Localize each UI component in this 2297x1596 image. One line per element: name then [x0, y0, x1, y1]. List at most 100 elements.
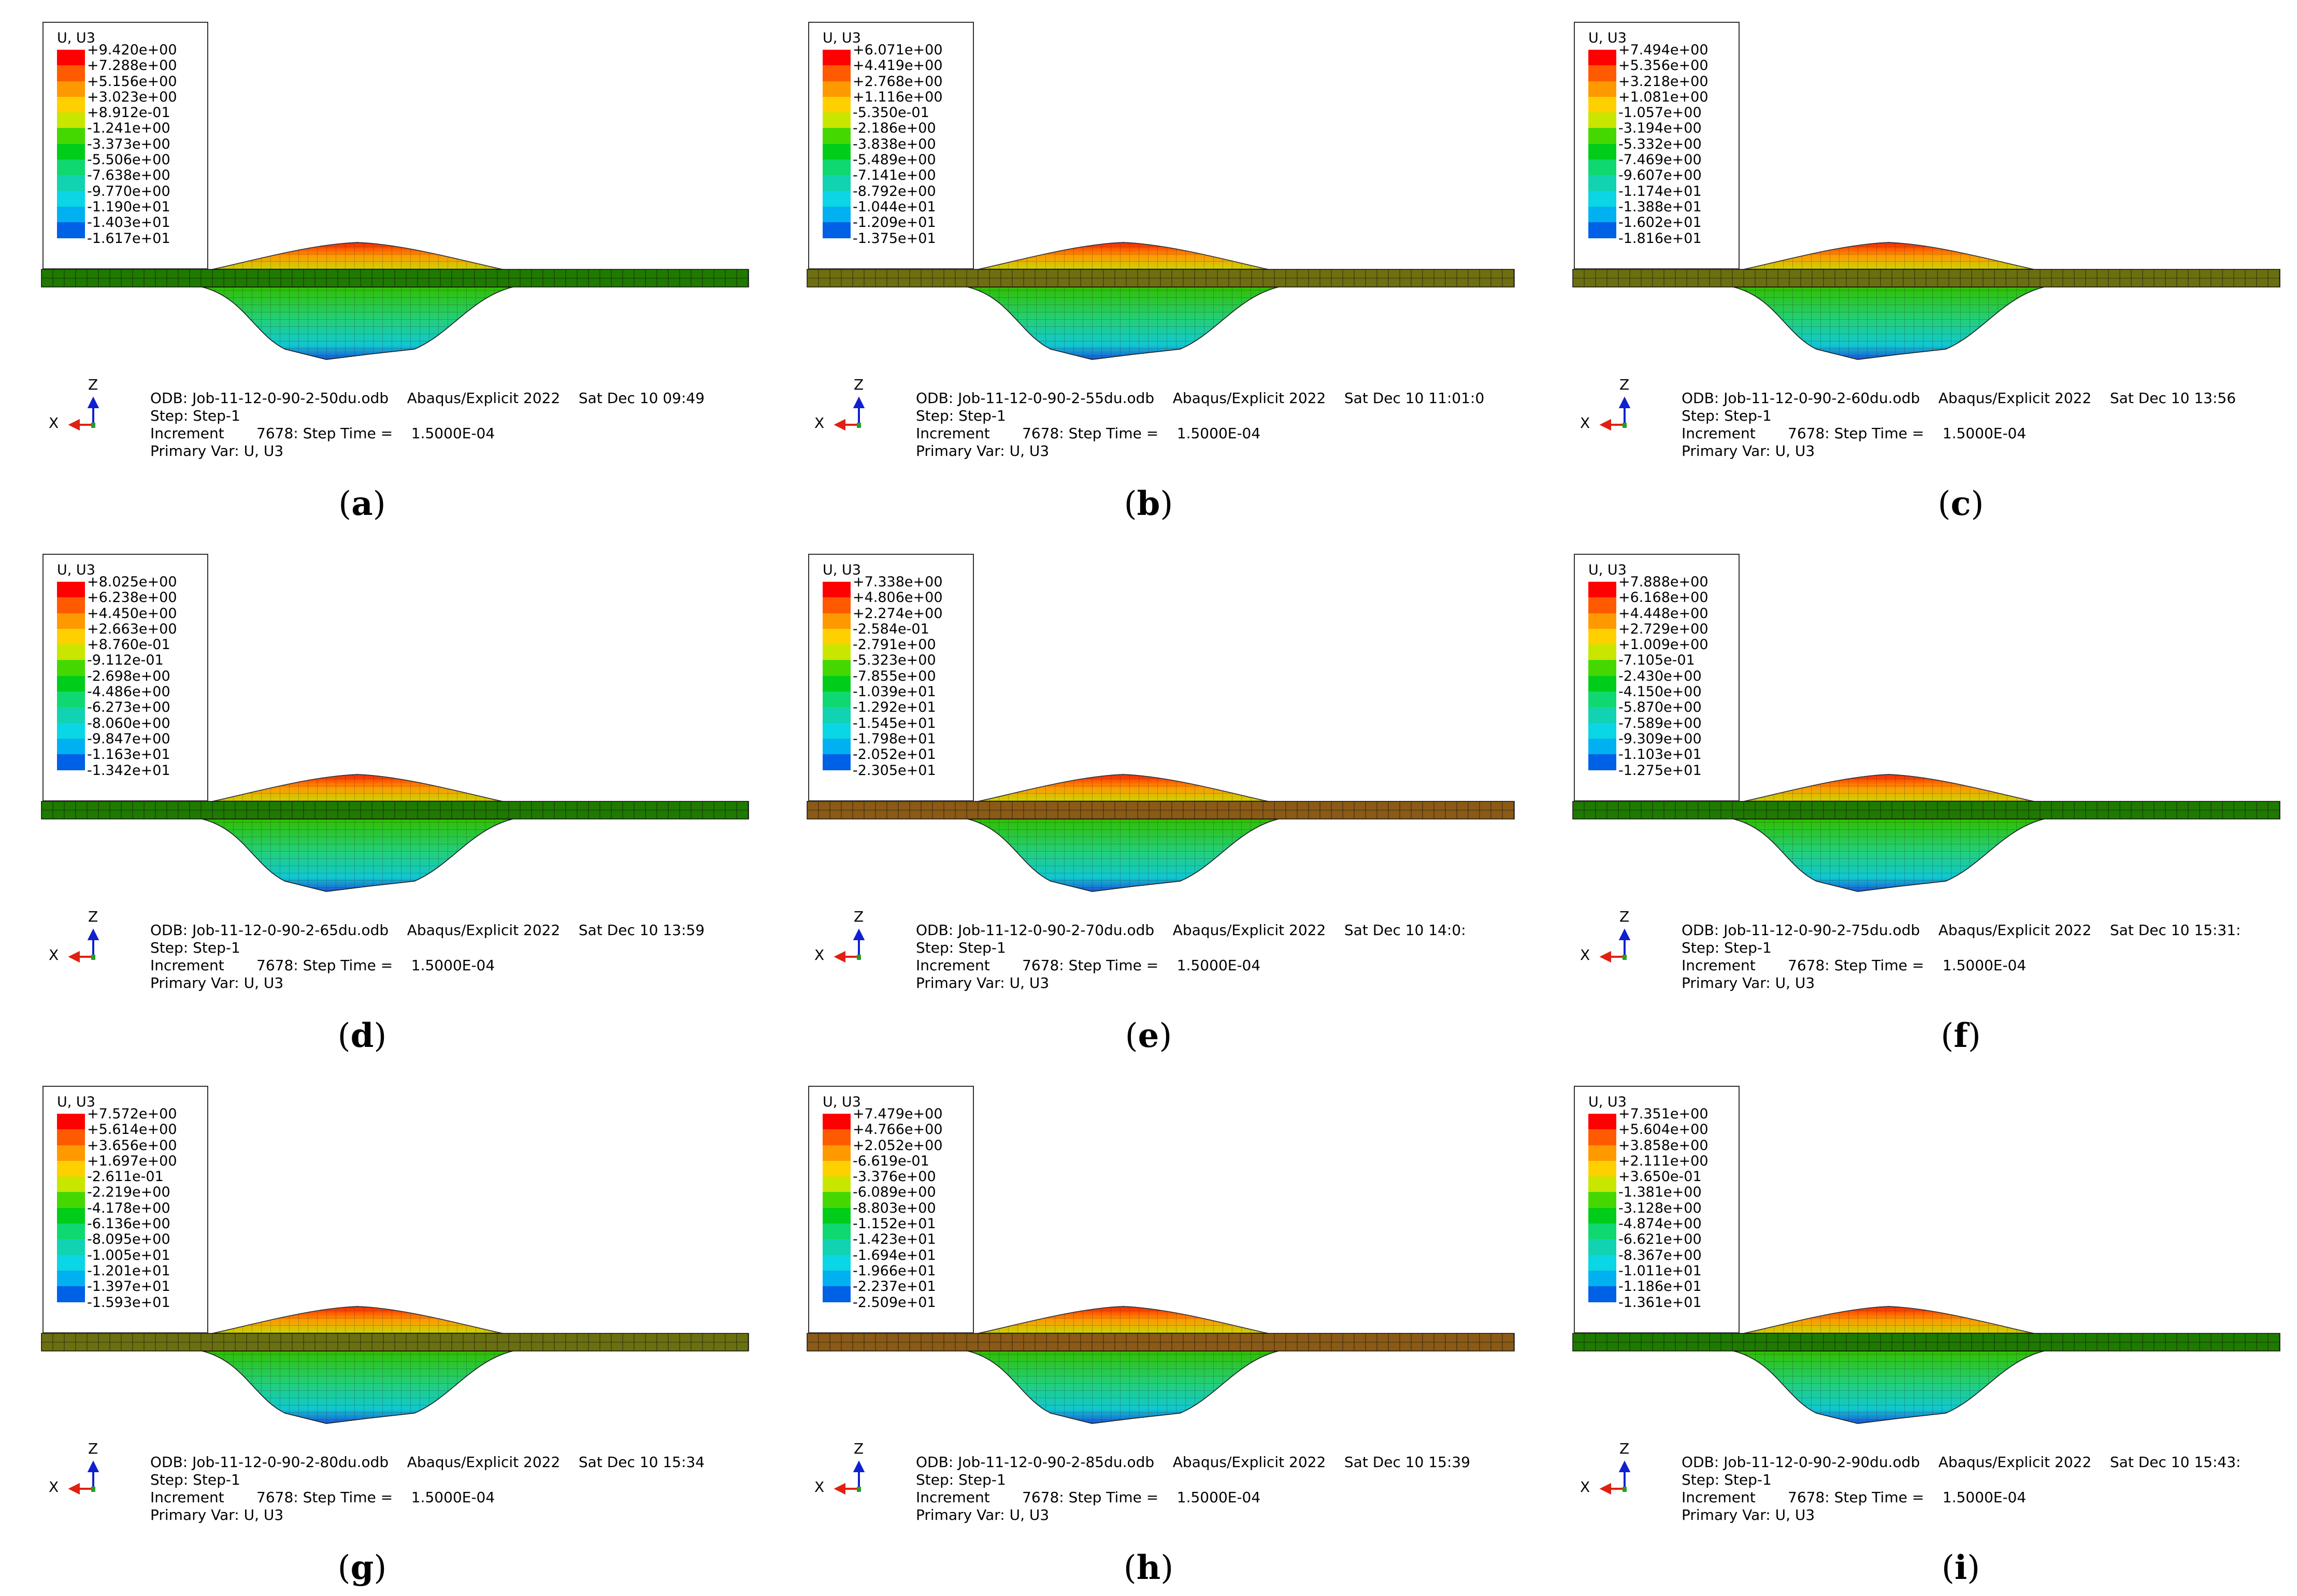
legend-swatch	[1588, 112, 1616, 128]
legend-swatch	[823, 723, 851, 739]
legend-value: -4.874e+00	[1618, 1216, 1702, 1232]
legend-swatch	[823, 613, 851, 629]
legend-swatch	[57, 1270, 85, 1287]
increment-line: Increment 7678: Step Time = 1.5000E-04	[1682, 957, 2027, 974]
bottom-dent-mesh	[1733, 286, 2045, 360]
legend-value: -2.052e+01	[853, 746, 936, 763]
legend-value: -9.309e+00	[1618, 730, 1702, 747]
odb-info-block: ODB: Job-11-12-0-90-2-55du.odb Abaqus/Ex…	[916, 390, 1484, 460]
legend-title: U, U3	[57, 1094, 95, 1110]
legend-swatch	[57, 675, 85, 692]
legend-value: -7.469e+00	[1618, 152, 1702, 168]
panel-caption: (i)	[1941, 1548, 1980, 1587]
step-line: Step: Step-1	[150, 1471, 240, 1488]
contour-legend: U, U3+7.888e+00+6.168e+00+4.448e+00+2.72…	[1574, 554, 1740, 801]
legend-value: +6.168e+00	[1618, 589, 1709, 606]
x-axis-arrow-icon	[834, 951, 859, 963]
legend-swatch	[823, 675, 851, 692]
legend-swatch	[57, 1239, 85, 1255]
legend-swatch	[57, 738, 85, 755]
z-axis-arrow-icon	[853, 1460, 865, 1489]
legend-value: -7.105e-01	[1618, 652, 1695, 669]
legend-swatch	[823, 1239, 851, 1255]
legend-value: +4.766e+00	[853, 1121, 943, 1138]
odb-info-block: ODB: Job-11-12-0-90-2-65du.odb Abaqus/Ex…	[150, 922, 705, 992]
deformation-plot	[1572, 774, 2280, 963]
legend-value: -9.607e+00	[1618, 167, 1702, 184]
legend-swatch	[57, 692, 85, 708]
primary-var-line: Primary Var: U, U3	[1682, 974, 1815, 991]
legend-value: -4.178e+00	[87, 1200, 170, 1216]
legend-swatch	[1588, 628, 1616, 645]
contour-legend: U, U3+7.351e+00+5.604e+00+3.858e+00+2.11…	[1574, 1086, 1740, 1333]
legend-swatch	[1588, 128, 1616, 144]
panel-f: U, U3+7.888e+00+6.168e+00+4.448e+00+2.72…	[1531, 532, 2297, 1064]
panel-caption-letter: f	[1954, 1016, 1968, 1055]
x-axis-arrow-icon	[834, 1483, 859, 1495]
legend-value: -3.376e+00	[853, 1169, 936, 1185]
legend-value: +3.858e+00	[1618, 1137, 1709, 1154]
y-axis-marker-icon	[91, 955, 95, 960]
legend-value: -1.545e+01	[853, 715, 936, 731]
legend-value: -2.305e+01	[853, 762, 936, 779]
triad-z-label: Z	[88, 376, 98, 393]
legend-swatch	[57, 1192, 85, 1208]
panel-caption: (h)	[1123, 1548, 1174, 1587]
primary-var-line: Primary Var: U, U3	[150, 1506, 284, 1523]
increment-line: Increment 7678: Step Time = 1.5000E-04	[150, 1489, 495, 1506]
legend-value: +5.356e+00	[1618, 57, 1709, 74]
legend-swatch	[823, 143, 851, 160]
legend-value: -1.397e+01	[87, 1278, 170, 1295]
legend-swatch	[57, 644, 85, 660]
bottom-dent-mesh	[1733, 818, 2045, 892]
legend-value: -9.112e-01	[87, 652, 164, 669]
legend-value: -8.095e+00	[87, 1231, 170, 1248]
legend-swatch	[57, 222, 85, 238]
step-line: Step: Step-1	[150, 939, 240, 956]
legend-value: -1.005e+01	[87, 1247, 170, 1263]
legend-swatch	[1588, 206, 1616, 223]
panel-caption: (f)	[1941, 1016, 1981, 1055]
legend-value: -1.361e+01	[1618, 1294, 1702, 1311]
primary-var-line: Primary Var: U, U3	[916, 1506, 1050, 1523]
legend-value: +9.420e+00	[87, 42, 177, 58]
legend-value: +2.768e+00	[853, 73, 943, 90]
step-line: Step: Step-1	[916, 1471, 1006, 1488]
legend-value: +6.238e+00	[87, 589, 177, 606]
legend-value: -2.611e-01	[87, 1169, 164, 1185]
legend-swatch	[57, 754, 85, 770]
legend-value: +7.479e+00	[853, 1106, 943, 1122]
legend-color-bar	[1588, 50, 1616, 238]
primary-var-line: Primary Var: U, U3	[916, 974, 1050, 991]
legend-value: -3.373e+00	[87, 136, 170, 152]
legend-value: -4.486e+00	[87, 684, 170, 700]
legend-title: U, U3	[57, 30, 95, 46]
legend-value: +3.218e+00	[1618, 73, 1709, 90]
legend-value: -1.201e+01	[87, 1262, 170, 1279]
legend-swatch	[823, 628, 851, 645]
z-axis-arrow-icon	[87, 928, 99, 957]
legend-value: -1.375e+01	[853, 230, 936, 247]
legend-swatch	[823, 692, 851, 708]
bottom-dent-mesh	[967, 286, 1279, 360]
legend-value: +3.656e+00	[87, 1137, 177, 1154]
legend-swatch	[57, 723, 85, 739]
legend-value: -1.816e+01	[1618, 230, 1702, 247]
legend-swatch	[57, 206, 85, 223]
panel-c: U, U3+7.494e+00+5.356e+00+3.218e+00+1.08…	[1531, 0, 2297, 532]
odb-line: ODB: Job-11-12-0-90-2-55du.odb Abaqus/Ex…	[916, 390, 1485, 407]
legend-title: U, U3	[823, 562, 861, 578]
legend-value: -1.617e+01	[87, 230, 170, 247]
legend-swatch	[1588, 1286, 1616, 1302]
legend-swatch	[1588, 1255, 1616, 1271]
legend-swatch	[1588, 160, 1616, 176]
triad-z-label: Z	[854, 908, 864, 925]
increment-line: Increment 7678: Step Time = 1.5000E-04	[1682, 1489, 2027, 1506]
legend-swatch	[57, 707, 85, 723]
triad-x-label: X	[814, 1478, 825, 1496]
odb-info-block: ODB: Job-11-12-0-90-2-75du.odb Abaqus/Ex…	[1682, 922, 2241, 992]
top-bulge-mesh	[212, 1306, 503, 1334]
legend-value: +8.025e+00	[87, 574, 177, 590]
legend-value: +3.650e-01	[1618, 1169, 1702, 1185]
legend-swatch	[1588, 143, 1616, 160]
